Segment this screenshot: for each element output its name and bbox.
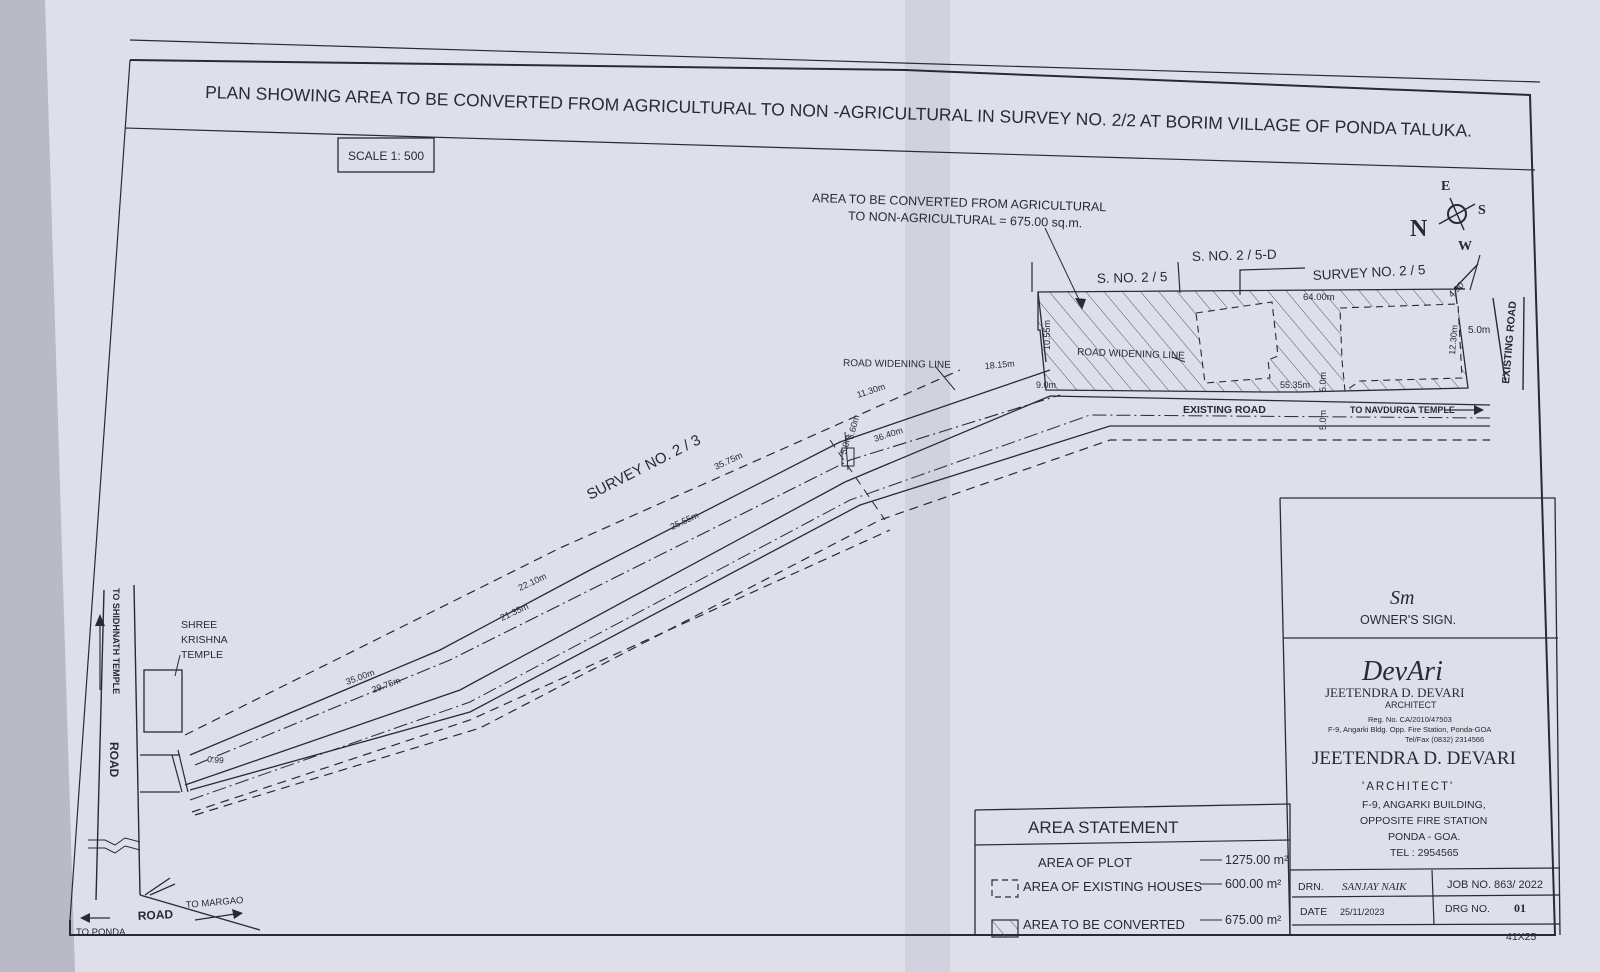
area-row-houses-value: 600.00 m²: [1225, 877, 1281, 891]
temple-line-2: KRISHNA: [181, 634, 228, 646]
date-value: 25/11/2023: [1340, 907, 1384, 917]
dim-5m-a: 5.0m: [1468, 325, 1490, 336]
dim-1055: 10.55m: [1042, 320, 1052, 350]
drn-label: DRN.: [1298, 881, 1324, 893]
sheet-size: 41X25: [1506, 931, 1537, 943]
owner-sign-label: OWNER'S SIGN.: [1360, 613, 1456, 627]
area-row-plot-value: 1275.00 m²: [1225, 853, 1288, 867]
temple: SHREE KRISHNA TEMPLE: [143, 619, 228, 733]
temple-line-3: TEMPLE: [181, 649, 223, 661]
drn-value: SANJAY NAIK: [1342, 881, 1407, 893]
dim-5m-c: 5.0m: [1318, 410, 1328, 430]
left-road: TO SHIDHNATH TEMPLE ROAD ROAD TO PONDA T…: [76, 584, 261, 938]
compass-w: W: [1458, 239, 1472, 254]
area-statement-heading: AREA STATEMENT: [1028, 818, 1179, 837]
drg-label: DRG NO.: [1445, 903, 1490, 915]
owner-signature: Sm: [1390, 587, 1414, 609]
to-navdurga-label: TO NAVDURGA TEMPLE: [1350, 405, 1455, 415]
architect-tel: TEL : 2954565: [1390, 847, 1459, 859]
architect-title: 'ARCHITECT': [1362, 781, 1454, 793]
job-number: JOB NO. 863/ 2022: [1447, 879, 1543, 891]
date-label: DATE: [1300, 906, 1327, 918]
dim-9m: 9.0m: [1036, 380, 1056, 390]
plot-dimensions: 64.00m 4.90 10.55m 12.30m 5.0m 55.35m 5.…: [984, 280, 1490, 430]
architect-block: JEETENDRA D. DEVARI 'ARCHITECT' F-9, ANG…: [1312, 748, 1516, 859]
road-widening-label-2: ROAD WIDENING LINE: [1077, 347, 1185, 362]
stamp-address: F-9, Angarki Bldg. Opp. Fire Station, Po…: [1328, 725, 1491, 734]
stamp-title: ARCHITECT: [1385, 700, 1437, 710]
to-shidhnath-label: TO SHIDHNATH TEMPLE: [111, 588, 121, 694]
drawing-border: [69, 39, 1557, 936]
label-s-no-25d: S. NO. 2 / 5-D: [1192, 247, 1277, 264]
architect-addr-1: F-9, ANGARKI BUILDING,: [1362, 799, 1486, 811]
title-block: DRN. SANJAY NAIK JOB NO. 863/ 2022 DATE …: [1298, 879, 1543, 943]
compass-n: N: [1410, 216, 1428, 242]
existing-house-legend-swatch: [991, 879, 1019, 898]
to-ponda-label: TO PONDA: [76, 927, 126, 938]
title-panel: [1279, 497, 1561, 936]
dim-5535: 55.35m: [1280, 380, 1310, 390]
neighbour-labels: S. NO. 2 / 5 S. NO. 2 / 5-D SURVEY NO. 2…: [1031, 247, 1481, 295]
architect-name: JEETENDRA D. DEVARI: [1312, 748, 1516, 769]
area-statement: AREA STATEMENT AREA OF PLOT 1275.00 m² A…: [974, 803, 1291, 938]
dim-1815: 18.15m: [984, 358, 1015, 371]
area-row-plot-label: AREA OF PLOT: [1038, 855, 1132, 870]
architect-addr-3: PONDA - GOA.: [1388, 831, 1460, 843]
temple-line-1: SHREE: [181, 619, 217, 631]
scale-label: SCALE 1: 500: [348, 149, 424, 163]
compass-s: S: [1478, 203, 1486, 218]
road-h-label: ROAD: [137, 907, 173, 923]
stamp-reg: Reg. No. CA/2010/47503: [1368, 715, 1452, 724]
north-compass: N E S W: [1410, 179, 1486, 254]
to-margao-label: TO MARGAO: [185, 895, 244, 911]
road-widening-label-1: ROAD WIDENING LINE: [843, 358, 951, 371]
compass-e: E: [1441, 179, 1450, 194]
area-row-convert-value: 675.00 m²: [1225, 913, 1281, 927]
drg-value: 01: [1514, 901, 1526, 915]
label-survey-25: SURVEY NO. 2 / 5: [1312, 262, 1425, 283]
stamp-name: JEETENDRA D. DEVARI: [1325, 685, 1465, 700]
architect-signature: DevAri: [1361, 656, 1443, 687]
existing-road-label: EXISTING ROAD: [1183, 404, 1266, 416]
label-s-no-25: S. NO. 2 / 5: [1097, 269, 1168, 286]
stamp-tel: Tel/Fax (0832) 2314566: [1405, 735, 1484, 744]
dim-099: 0.99: [207, 754, 225, 765]
road-lines: [184, 369, 1491, 816]
road-v-label: ROAD: [107, 742, 121, 778]
architect-addr-2: OPPOSITE FIRE STATION: [1360, 815, 1487, 827]
dim-1230: 12.30m: [1447, 324, 1460, 355]
area-row-convert-label: AREA TO BE CONVERTED: [1023, 917, 1185, 932]
scale-box: SCALE 1: 500: [337, 137, 435, 173]
convert-area-legend-swatch: [991, 919, 1019, 938]
dim-5m-b: 5.0m: [1318, 372, 1328, 392]
dim-64m: 64.00m: [1303, 292, 1335, 303]
existing-house-2: [1339, 303, 1463, 392]
existing-house-1: [1195, 301, 1279, 384]
area-row-houses-label: AREA OF EXISTING HOUSES: [1023, 879, 1202, 894]
architect-stamp: JEETENDRA D. DEVARI ARCHITECT Reg. No. C…: [1325, 685, 1491, 744]
